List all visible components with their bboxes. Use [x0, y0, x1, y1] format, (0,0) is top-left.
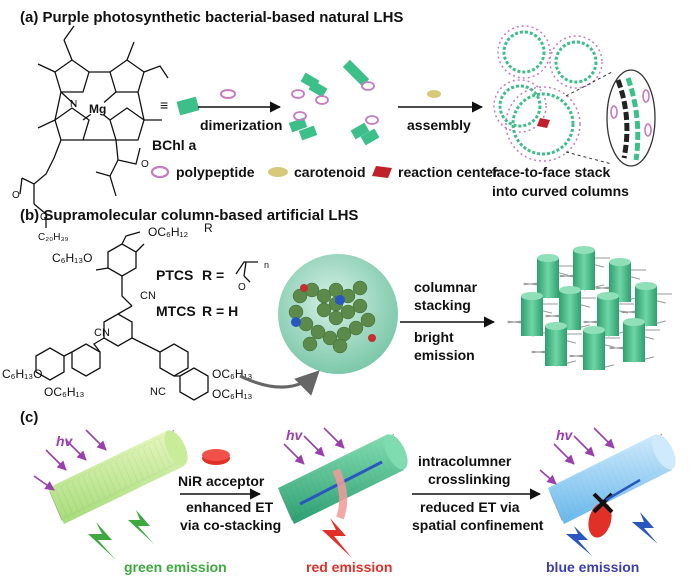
- legend-reaction-center-icon: [372, 166, 392, 178]
- stacked-column: [583, 292, 634, 337]
- dimerization-label: dimerization: [200, 117, 282, 133]
- stacked-column: [545, 286, 596, 331]
- light-arrow: [303, 435, 325, 457]
- bright-label: bright: [414, 329, 454, 345]
- hv-label-1: hv: [56, 433, 74, 449]
- stacked-column: [595, 258, 646, 303]
- nir-acceptor-top: [202, 449, 230, 461]
- light-arrow: [539, 469, 557, 485]
- light-arrow: [283, 443, 305, 465]
- light-arrow: [323, 427, 345, 449]
- cn-left: CN: [94, 327, 110, 339]
- legend-polypeptide-icon: [150, 165, 170, 179]
- carotenoid-mark: [427, 90, 441, 98]
- mtcs-label: MTCS: [156, 303, 196, 319]
- sidechain-o1: O: [12, 190, 20, 201]
- sidechain-o2: O: [40, 212, 48, 223]
- ptcs-label: PTCS: [156, 267, 193, 283]
- stacked-column: [609, 318, 660, 363]
- result-line-2: into curved columns: [492, 183, 629, 199]
- light-arrow: [573, 435, 595, 457]
- oxygen-atom-1: [300, 284, 308, 292]
- columnar-label: columnar: [414, 279, 478, 295]
- blue-emission-label: blue emission: [546, 559, 639, 575]
- ptcs-o: O: [238, 282, 246, 293]
- emission-label: emission: [414, 347, 475, 363]
- stacked-column: [569, 326, 620, 371]
- crosslink-line-2: crosslinking: [428, 471, 510, 487]
- column-green: [48, 429, 188, 560]
- sub-left-2: OC₆H₁₃: [44, 385, 85, 399]
- et2-line-2: spatial confinement: [412, 517, 544, 533]
- stacked-column: [523, 254, 574, 299]
- light-arrow: [85, 429, 107, 451]
- model-arrow: [239, 370, 320, 396]
- legend-carotenoid-icon: [268, 167, 288, 177]
- nitrogen-atom-1: [335, 295, 345, 305]
- hv-label-3: hv: [556, 427, 574, 443]
- sub-right-2: OC₆H₁₃: [212, 387, 253, 401]
- polypeptide-mark: [220, 89, 236, 99]
- equiv-symbol: ≡: [160, 97, 168, 113]
- r-label: R: [204, 221, 213, 235]
- result-line-1: face-to-face stack: [492, 164, 610, 180]
- light-arrow: [553, 443, 575, 465]
- tcs-structure: [35, 231, 209, 401]
- mtcs-r: R = H: [202, 303, 238, 319]
- bchl-label: BChl a: [152, 137, 197, 153]
- sub-top-inner: C₆H₁₃O: [52, 251, 92, 265]
- green-emission-label: green emission: [124, 559, 227, 575]
- et1-line-2: via co-stacking: [180, 517, 281, 533]
- panel-b-title: (b) Supramolecular column-based artifici…: [20, 207, 358, 224]
- assembly-label: assembly: [407, 117, 471, 133]
- dimers: [288, 59, 380, 146]
- sub-top: OC₆H₁₂: [148, 225, 189, 239]
- n-label: N: [70, 99, 77, 110]
- cn-top: CN: [140, 290, 156, 302]
- light-arrow: [45, 449, 67, 471]
- o-label: O: [141, 159, 149, 170]
- bchl-structure: [19, 25, 169, 228]
- light-arrow: [593, 427, 615, 449]
- panel-a-title: (a) Purple photosynthetic bacterial-base…: [20, 9, 403, 26]
- nitrogen-atom-2: [291, 317, 301, 327]
- acceptor-label: NiR acceptor: [178, 473, 265, 489]
- nc-right: NC: [150, 386, 166, 398]
- mg-label: Mg: [89, 102, 106, 116]
- stacking-label: stacking: [414, 297, 471, 313]
- stacked-column: [559, 246, 610, 291]
- stacked-column: [621, 282, 672, 327]
- oxygen-atom-2: [368, 334, 376, 342]
- et2-line-1: reduced ET via: [420, 499, 520, 515]
- light-arrow: [33, 475, 55, 491]
- column-array: [507, 246, 672, 371]
- ptcs-r: R =: [202, 267, 224, 283]
- ptcs-n: n: [264, 260, 269, 270]
- et1-line-1: enhanced ET: [186, 499, 274, 515]
- hv-label-2: hv: [286, 427, 304, 443]
- stacked-column: [531, 322, 582, 367]
- light-arrow: [65, 439, 87, 461]
- crosslink-line-1: intracolumner: [418, 453, 512, 469]
- column-red: [278, 433, 408, 558]
- legend-reaction-center: reaction center: [398, 164, 499, 180]
- legend-polypeptide: polypeptide: [176, 164, 255, 180]
- sub-left-1: C₆H₁₃O: [2, 367, 42, 381]
- legend-carotenoid: carotenoid: [294, 164, 366, 180]
- ptcs-polymer-unit: [235, 261, 258, 283]
- stacked-column: [507, 292, 558, 337]
- lh-rings: [493, 25, 656, 167]
- c20h39-label: C₂₀H₃₉: [38, 232, 69, 243]
- bchl-tile: [176, 96, 200, 116]
- space-filling-atoms: [288, 280, 376, 354]
- mg-center: [88, 99, 106, 117]
- red-emission-label: red emission: [306, 559, 392, 575]
- panel-c-label: (c): [20, 409, 38, 426]
- column-blue: [548, 433, 676, 556]
